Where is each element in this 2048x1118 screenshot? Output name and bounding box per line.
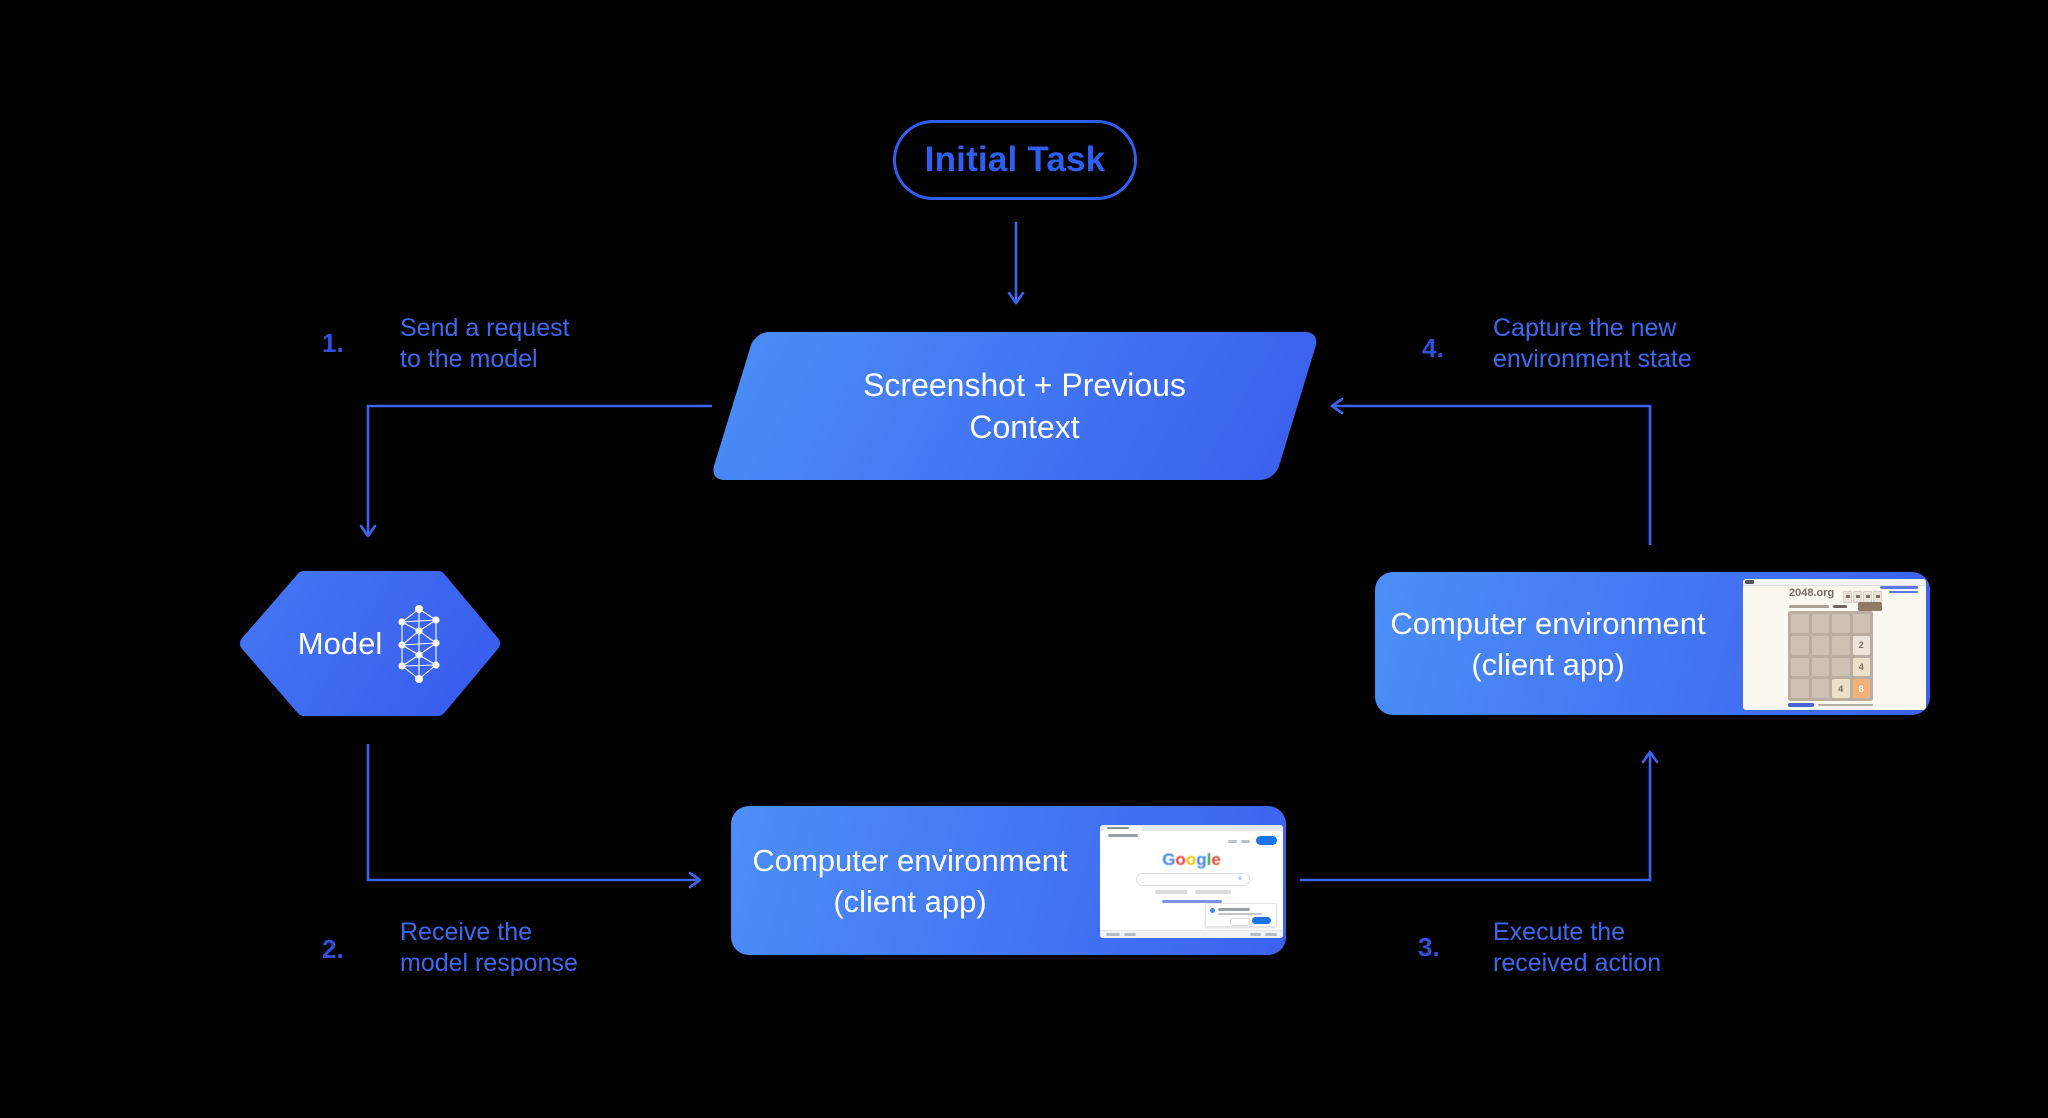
google-logo: Google (1162, 850, 1221, 869)
google-g-icon (1210, 908, 1215, 913)
dialog-text-blur (1218, 908, 1250, 911)
images-link-blur (1241, 840, 1250, 843)
dialog-text-blur (1218, 912, 1262, 915)
model-node: Model (238, 570, 502, 717)
feeling-lucky-button-blur (1195, 890, 1231, 894)
google-footer-bar (1100, 930, 1283, 938)
footer-link-blur (1788, 703, 1814, 707)
env-bottom-line1: Computer environment (752, 842, 1068, 878)
search-bar (1136, 873, 1250, 886)
footer-text-blur (1818, 703, 1873, 706)
step-1-number: 1. (322, 328, 344, 358)
subtitle-text-blur (1789, 605, 1829, 608)
header-link-blur (1880, 586, 1918, 589)
score-box (1853, 591, 1862, 603)
tab-icon-blur (1745, 580, 1754, 584)
header-link-blur (1889, 590, 1918, 593)
new-game-button (1858, 602, 1882, 611)
model-label: Model (297, 625, 383, 661)
site-title: 2048.org (1789, 587, 1835, 599)
computer-environment-node-bottom: Computer environment (client app) Google (731, 806, 1286, 955)
gmail-link-blur (1228, 840, 1237, 843)
dialog-sign-in-button (1252, 917, 1271, 924)
env-bottom-line2: (client app) (833, 883, 987, 919)
tile-2: 2 (1852, 635, 1870, 655)
screenshot-context-node: Screenshot + Previous Context (709, 332, 1320, 480)
footer-link-blur (1265, 933, 1277, 936)
browser-chrome-bar (1743, 579, 1926, 586)
stay-signed-out-button (1230, 917, 1250, 926)
hexagon-shape (240, 571, 500, 716)
footer-link-blur (1124, 933, 1136, 936)
screenshot-context-line1: Screenshot + Previous (863, 367, 1186, 403)
step-3-label: Execute the received action (1493, 918, 1662, 977)
tile-4: 4 (1832, 679, 1850, 698)
subtitle-text-blur (1833, 605, 1847, 608)
screenshot-context-line2: Context (969, 409, 1080, 445)
tab-title-blur (1107, 827, 1129, 829)
tile-4: 4 (1852, 657, 1870, 677)
game-grid: 2 4 4 8 (1788, 611, 1873, 701)
env-right-line1: Computer environment (1390, 605, 1706, 641)
footer-link-blur (1250, 933, 1261, 936)
browser-tab-strip (1100, 825, 1283, 831)
language-link-blur (1162, 900, 1222, 903)
google-search-button-blur (1155, 890, 1187, 894)
computer-environment-node-right: Computer environment (client app) 2048.o… (1375, 572, 1930, 715)
sign-in-button (1256, 836, 1277, 845)
arrow-context-to-model (359, 404, 712, 538)
step-1-label: Send a request to the model (400, 314, 570, 373)
arrow-env-to-context (1330, 397, 1652, 545)
tile-8: 8 (1852, 679, 1870, 698)
step-4-label: Capture the new environment state (1493, 314, 1692, 373)
mic-icon (1238, 876, 1242, 880)
step-2-label: Receive the model response (400, 918, 578, 977)
step-4-number: 4. (1422, 333, 1444, 363)
arrow-env-to-env (1300, 750, 1659, 882)
game-2048-screenshot-thumbnail: 2048.org 2 4 (1743, 579, 1926, 710)
initial-task-label: Initial Task (924, 140, 1106, 179)
step-3-number: 3. (1418, 932, 1440, 962)
google-screenshot-thumbnail: Google (1100, 825, 1283, 938)
env-right-line2: (client app) (1471, 646, 1625, 682)
sign-in-dialog (1205, 903, 1277, 927)
initial-task-node: Initial Task (893, 120, 1137, 200)
neural-network-icon (398, 604, 440, 683)
score-box (1843, 591, 1852, 603)
arrow-model-to-env (366, 744, 702, 889)
step-2-number: 2. (322, 934, 344, 964)
footer-link-blur (1106, 933, 1120, 936)
url-text-blur (1108, 834, 1138, 837)
